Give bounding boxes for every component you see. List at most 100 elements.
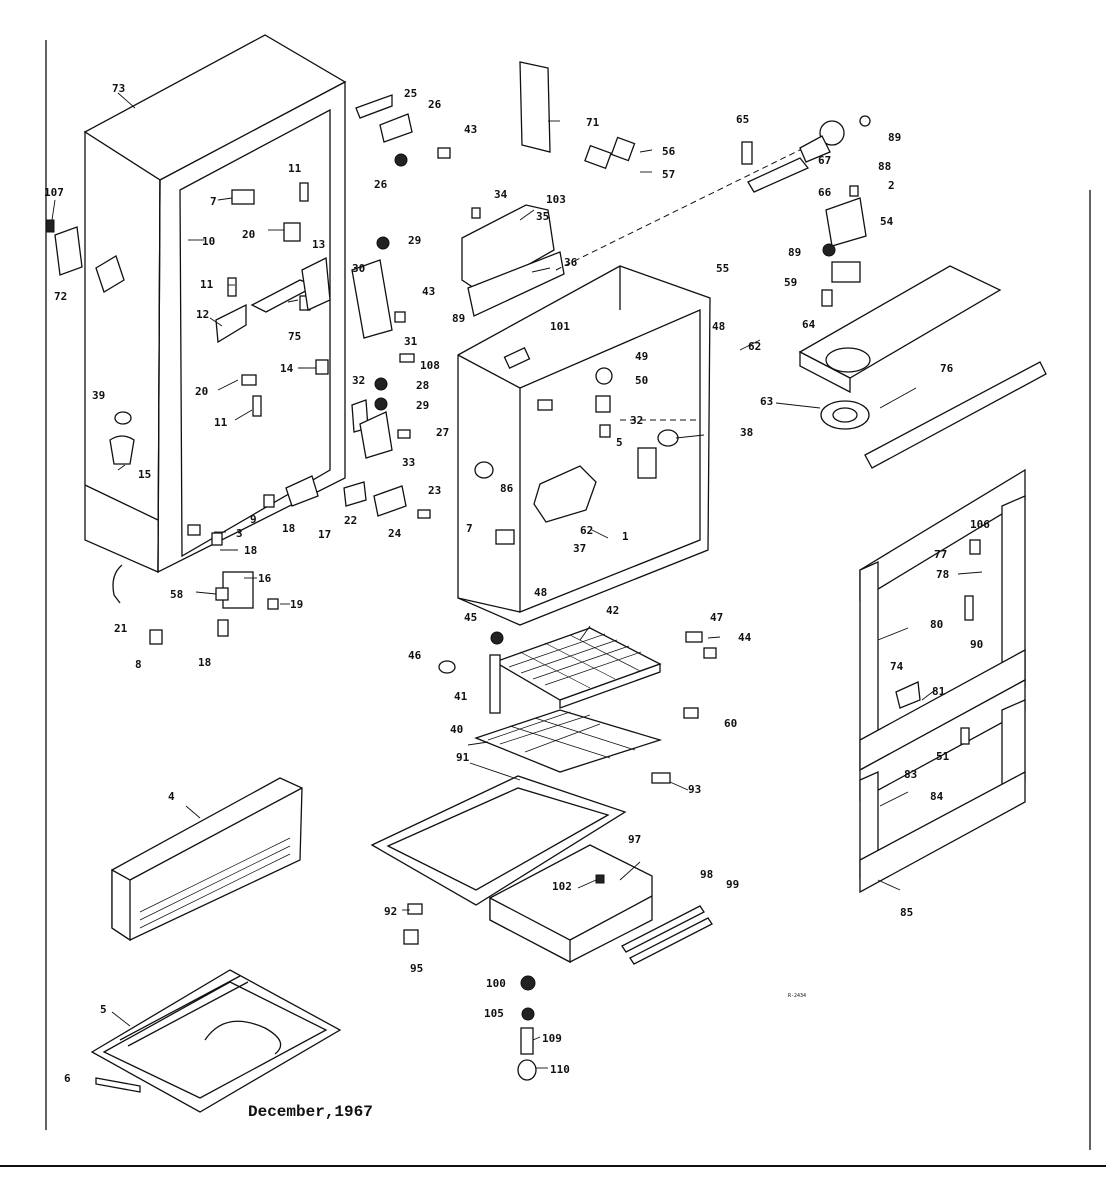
- callout: 36: [564, 256, 578, 269]
- callout: 75: [288, 330, 301, 343]
- leveler-parts: [517, 975, 537, 1081]
- callout: 1: [622, 530, 629, 543]
- hinge-parts: [343, 94, 451, 519]
- callout: 67: [818, 154, 831, 167]
- callout: 66: [818, 186, 832, 199]
- callout: 23: [428, 484, 441, 497]
- callout: 32: [352, 374, 365, 387]
- callout: 85: [900, 906, 913, 919]
- callout: 46: [408, 649, 422, 662]
- inner-liner: [457, 265, 711, 626]
- callout: 26: [428, 98, 442, 111]
- callout: 108: [420, 359, 440, 372]
- callout: 51: [936, 750, 950, 763]
- callout: 101: [550, 320, 570, 333]
- callout: 78: [936, 568, 949, 581]
- cabinet-hardware: [45, 182, 331, 645]
- crisper: [370, 772, 713, 965]
- callout: 39: [92, 389, 105, 402]
- callout: 59: [784, 276, 797, 289]
- callout: 29: [416, 399, 429, 412]
- callout: 91: [456, 751, 470, 764]
- callout: 88: [878, 160, 891, 173]
- callout: 84: [930, 790, 944, 803]
- callout: 42: [606, 604, 619, 617]
- callout: 18: [282, 522, 295, 535]
- callout: 43: [464, 123, 477, 136]
- callout: 86: [500, 482, 514, 495]
- callout: 33: [402, 456, 415, 469]
- callout: 29: [408, 234, 421, 247]
- callout: 16: [258, 572, 272, 585]
- control-assembly: [741, 115, 1047, 469]
- callout: 5: [616, 436, 623, 449]
- callout: 98: [700, 868, 713, 881]
- callout: 14: [280, 362, 294, 375]
- callout: 21: [114, 622, 128, 635]
- callout: 30: [352, 262, 365, 275]
- callout: 100: [486, 977, 506, 990]
- callout: 47: [710, 611, 723, 624]
- callout: 4: [168, 790, 175, 803]
- callout: 57: [662, 168, 675, 181]
- callout: 41: [454, 690, 468, 703]
- callout: 22: [344, 514, 357, 527]
- callout: 20: [195, 385, 208, 398]
- callout: 71: [586, 116, 600, 129]
- callout: 74: [890, 660, 904, 673]
- callout: 64: [802, 318, 816, 331]
- callout: 97: [628, 833, 641, 846]
- callout: 55: [716, 262, 729, 275]
- callout: 45: [464, 611, 477, 624]
- callout: 13: [312, 238, 325, 251]
- callout: 27: [436, 426, 449, 439]
- callout: 63: [760, 395, 773, 408]
- callout: 20: [242, 228, 255, 241]
- callout: 43: [422, 285, 435, 298]
- callout: 6: [64, 1072, 71, 1085]
- shelves: [438, 627, 717, 773]
- callout: 76: [940, 362, 954, 375]
- callout: 11: [288, 162, 302, 175]
- callout: 18: [244, 544, 257, 557]
- callout: 102: [552, 880, 572, 893]
- leader-lines: [51, 92, 983, 1069]
- callout: 11: [200, 278, 214, 291]
- callout: 62: [580, 524, 593, 537]
- callout: 93: [688, 783, 701, 796]
- callout: 24: [388, 527, 402, 540]
- callout: 106: [970, 518, 990, 531]
- callout: 54: [880, 215, 894, 228]
- callout: 8: [135, 658, 142, 671]
- callout: 48: [712, 320, 725, 333]
- callout: 10: [202, 235, 215, 248]
- callout: 50: [635, 374, 648, 387]
- drawing-code: R-2434: [788, 993, 806, 999]
- callout: 18: [198, 656, 211, 669]
- grille: [111, 777, 303, 942]
- callout: 9: [250, 513, 257, 526]
- door-assembly: [859, 468, 1026, 894]
- callout: 62: [748, 340, 761, 353]
- callout: 28: [416, 379, 429, 392]
- callout: 38: [740, 426, 753, 439]
- callout: 49: [635, 350, 648, 363]
- callout: 90: [970, 638, 983, 651]
- drip-pan: [90, 969, 342, 1113]
- callout: 19: [290, 598, 303, 611]
- callout: 77: [934, 548, 947, 561]
- callout: 31: [404, 335, 418, 348]
- callout: 12: [196, 308, 209, 321]
- callout: 99: [726, 878, 739, 891]
- callout: 2: [888, 179, 895, 192]
- date-caption: December,1967: [248, 1103, 373, 1121]
- callout: 89: [788, 246, 801, 259]
- callout: 92: [384, 905, 397, 918]
- callout: 89: [452, 312, 465, 325]
- callout: 107: [44, 186, 64, 199]
- cabinet-shell: [83, 34, 347, 574]
- callout: 58: [170, 588, 183, 601]
- callout: 37: [573, 542, 586, 555]
- callout: 56: [662, 145, 676, 158]
